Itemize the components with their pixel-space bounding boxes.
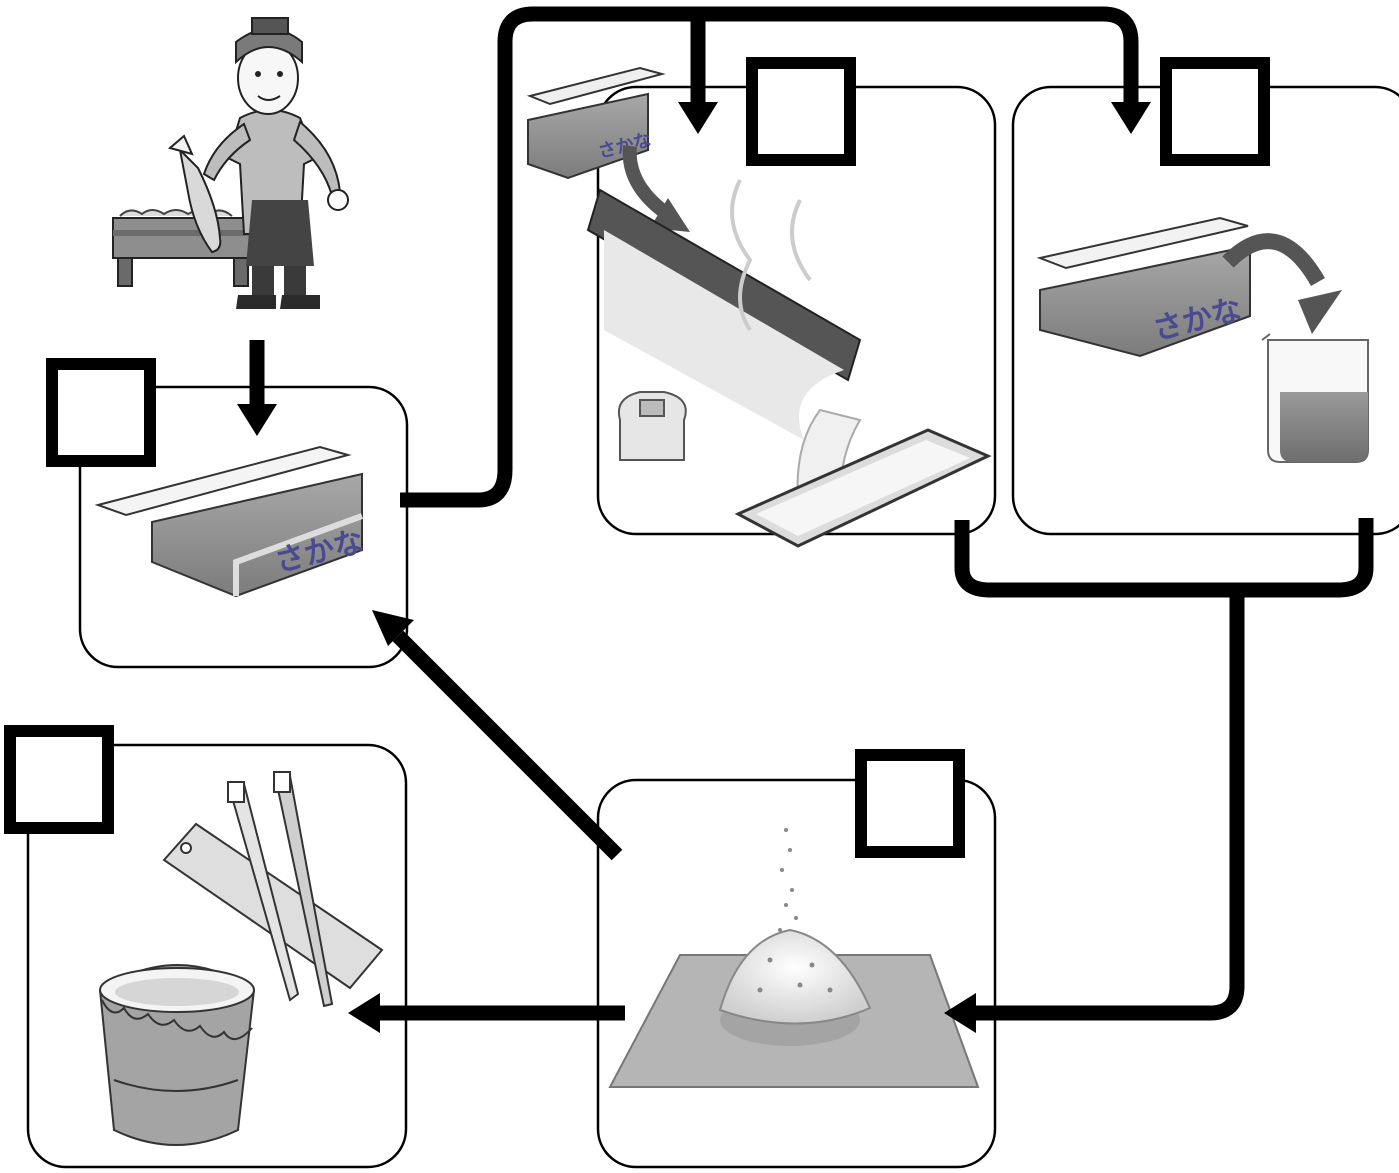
arrow-merge-to-crushed [954, 518, 1374, 598]
fisherman-with-fish-icon [112, 17, 349, 309]
styrofoam-fish-box-icon: さかな [94, 445, 367, 598]
melting-foam-into-tray-icon: さかな [526, 66, 992, 548]
arrowhead-to-crushed [944, 993, 976, 1033]
arrowhead-to-box [372, 610, 414, 646]
label-box-melting [746, 57, 856, 166]
arrow-down-to-crushed [968, 590, 1245, 1021]
arrowhead-to-recycled [348, 993, 380, 1033]
label-box-dissolving [1160, 57, 1270, 166]
crushed-foam-pile-icon [608, 828, 980, 1088]
arrow-crushed-to-box [392, 630, 623, 861]
arrowhead-to-dissolving [1111, 102, 1151, 134]
label-box-recycled [4, 725, 114, 834]
label-box-styrofoam [46, 358, 156, 467]
recycled-products-icon [98, 771, 384, 1146]
arrow-box-to-top-route [400, 6, 1139, 508]
arrowhead-to-melting [678, 102, 718, 134]
arrowhead-fisherman-to-box [237, 404, 277, 436]
label-box-crushed [855, 749, 965, 858]
